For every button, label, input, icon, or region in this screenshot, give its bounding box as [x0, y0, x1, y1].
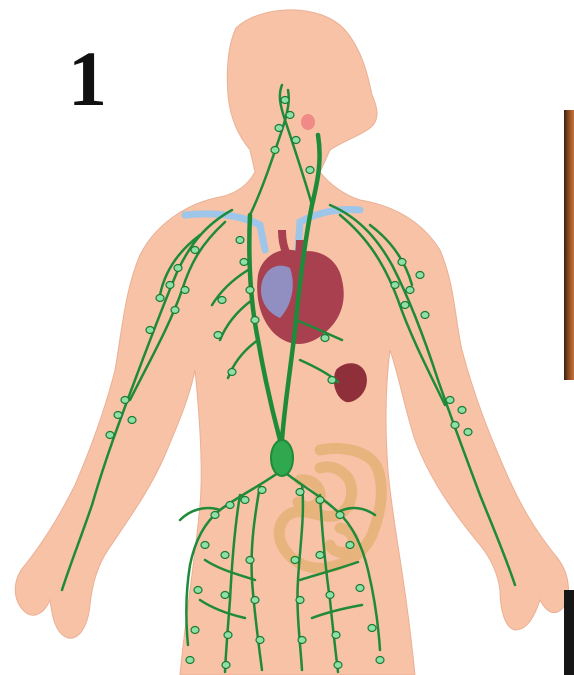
lymph-node	[194, 587, 202, 594]
lymph-node	[186, 657, 194, 664]
lymph-node	[256, 637, 264, 644]
lymph-node	[281, 97, 289, 104]
lymph-node	[240, 259, 248, 266]
lymph-node	[228, 369, 236, 376]
lymph-node	[218, 297, 226, 304]
lymph-node	[221, 592, 229, 599]
lymph-node	[226, 502, 234, 509]
lymph-node	[298, 637, 306, 644]
lymph-node	[316, 497, 324, 504]
lymph-node	[336, 512, 344, 519]
lymph-node	[346, 542, 354, 549]
thyroid	[301, 114, 315, 130]
lymph-node	[146, 327, 154, 334]
lymph-node	[401, 302, 409, 309]
lymph-node	[201, 542, 209, 549]
lymph-node	[292, 137, 300, 144]
lymph-node	[328, 377, 336, 384]
lymph-node	[171, 307, 179, 314]
lymph-node	[114, 412, 122, 419]
adjacent-panel-edge	[564, 590, 574, 675]
lymph-node	[222, 662, 230, 669]
lymph-node	[174, 265, 182, 272]
lymph-node	[296, 597, 304, 604]
lymph-node	[356, 585, 364, 592]
cisterna-chyli	[271, 440, 293, 476]
lymph-node	[181, 287, 189, 294]
lymph-node	[271, 147, 279, 154]
lymph-node	[166, 282, 174, 289]
lymph-node	[332, 632, 340, 639]
lymph-node	[156, 295, 164, 302]
lymph-node	[296, 489, 304, 496]
adjacent-photo-edge	[564, 110, 574, 380]
lymph-node	[321, 335, 329, 342]
lymph-node	[416, 272, 424, 279]
lymph-node	[376, 657, 384, 664]
lymph-node	[121, 397, 129, 404]
lymph-node	[398, 259, 406, 266]
panel-number: 1	[68, 40, 107, 118]
lymph-node	[334, 662, 342, 669]
lymph-node	[286, 112, 294, 119]
lymph-node	[241, 497, 249, 504]
lymph-node	[236, 237, 244, 244]
lymph-node	[458, 407, 466, 414]
lymph-node	[421, 312, 429, 319]
lymph-node	[106, 432, 114, 439]
lymph-node	[316, 552, 324, 559]
lymph-node	[128, 417, 136, 424]
lymph-node	[251, 317, 259, 324]
lymph-node	[451, 422, 459, 429]
lymph-node	[406, 287, 414, 294]
lymph-node	[214, 332, 222, 339]
lymph-node	[224, 632, 232, 639]
lymph-node	[446, 397, 454, 404]
lymph-node	[368, 625, 376, 632]
lymph-node	[258, 487, 266, 494]
lymph-node	[306, 167, 314, 174]
lymph-node	[246, 287, 254, 294]
lymph-node	[211, 512, 219, 519]
lymph-node	[191, 247, 199, 254]
lymph-node	[326, 592, 334, 599]
lymph-node	[221, 552, 229, 559]
lymph-node	[191, 627, 199, 634]
lymph-node	[251, 597, 259, 604]
lymph-node	[291, 557, 299, 564]
lymph-node	[275, 125, 283, 132]
lymph-node	[464, 429, 472, 436]
lymph-node	[246, 557, 254, 564]
lymph-node	[391, 282, 399, 289]
